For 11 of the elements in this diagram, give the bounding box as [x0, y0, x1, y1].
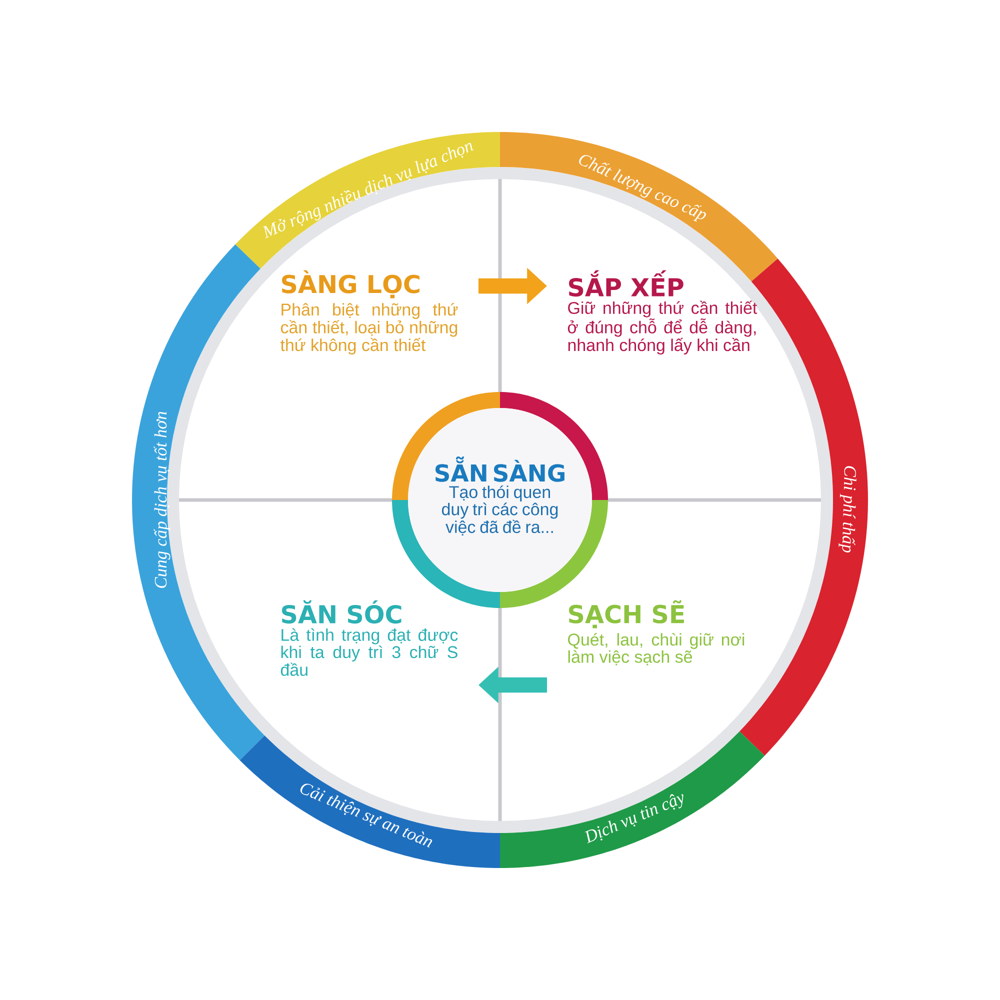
ring-segment: Cải thiện sự an toàn	[240, 735, 500, 868]
ring-segment: Cung cấp dịch vụ tốt hơn	[132, 244, 265, 760]
ring-segment: Dịch vụ tin cậy	[500, 731, 765, 868]
ring-segment: Mở rộng nhiều dịch vụ lựa chọn	[235, 132, 500, 269]
step-description: Phân biệt những thứ cần thiết, loại bỏ những thứ không cần thiết	[280, 302, 458, 354]
step-heading: SĂN SÓC	[282, 600, 402, 624]
center-heading: SẴN SÀNG	[436, 456, 564, 482]
center-description: Tạo thói quen duy trì các công việc đã đề ra...	[442, 485, 558, 536]
step-heading: SÀNG LỌC	[282, 270, 420, 298]
step-heading: SẠCH SẼ	[569, 600, 684, 628]
step-description: Là tình trạng đạt được khi ta duy trì 3 chữ S đầu	[280, 628, 458, 676]
